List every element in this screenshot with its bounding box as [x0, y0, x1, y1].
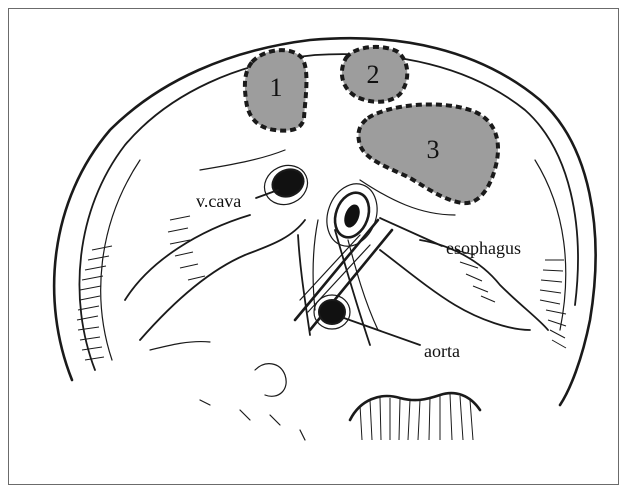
- esophagus-hiatus: [319, 177, 442, 254]
- region-1: 1: [245, 50, 307, 131]
- esophagus-label: esophagus: [446, 238, 521, 258]
- aorta-label: aorta: [424, 341, 460, 361]
- region-label-1: 1: [270, 73, 283, 102]
- outer-contour: [54, 38, 595, 405]
- region-label-2: 2: [367, 60, 380, 89]
- vena-cava: [256, 158, 314, 211]
- region-label-3: 3: [427, 135, 440, 164]
- vena-cava-label: v.cava: [196, 191, 241, 211]
- region-3: 3: [358, 104, 498, 203]
- region-2: 2: [342, 47, 407, 102]
